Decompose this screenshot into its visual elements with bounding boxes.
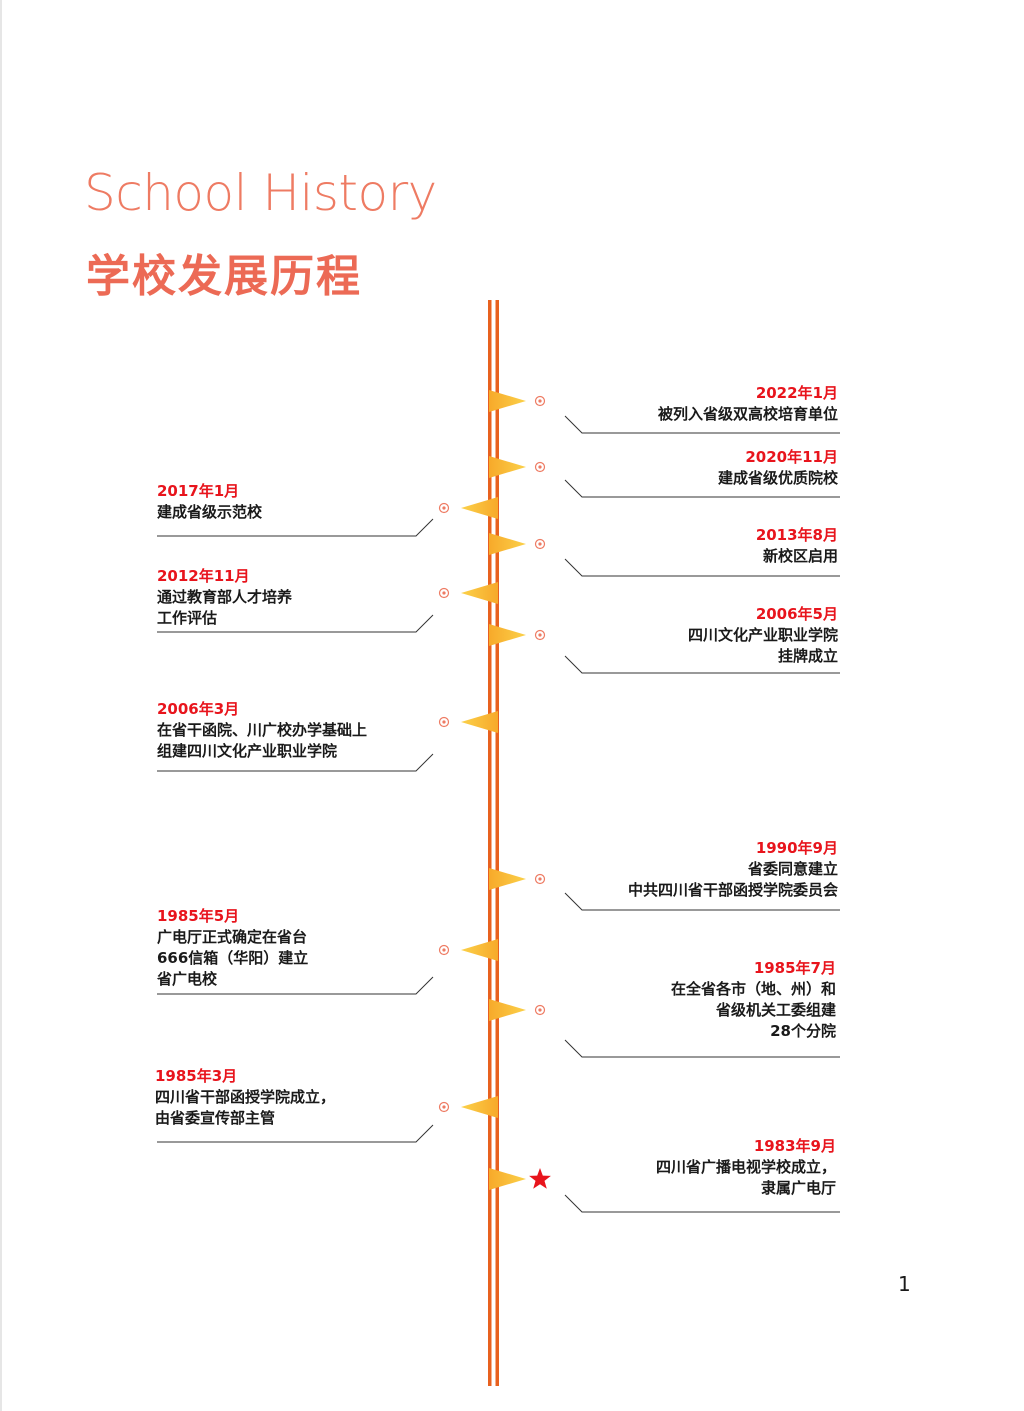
underline-1985-3 xyxy=(157,1124,434,1143)
event-desc: 在全省各市（地、州）和 省级机关工委组建 28个分院 xyxy=(670,980,836,1040)
event-desc: 建成省级优质院校 xyxy=(717,469,838,487)
event-desc: 广电厅正式确定在省台 666信箱（华阳）建立 省广电校 xyxy=(157,928,309,988)
event-desc: 通过教育部人才培养 工作评估 xyxy=(157,588,293,627)
event-2020-11: 2020年11月 建成省级优质院校 xyxy=(718,447,838,489)
marker-2017-1 xyxy=(438,502,450,514)
event-1990-9: 1990年9月 省委同意建立 中共四川省干部函授学院委员会 xyxy=(628,838,838,901)
event-1985-7: 1985年7月 在全省各市（地、州）和 省级机关工委组建 28个分院 xyxy=(671,958,836,1042)
event-desc: 新校区启用 xyxy=(762,547,838,565)
flag-1985-7 xyxy=(489,999,526,1021)
flag-2012-11 xyxy=(461,582,498,604)
underline-2013-8 xyxy=(564,558,840,577)
event-1985-3: 1985年3月 四川省干部函授学院成立， 由省委宣传部主管 xyxy=(155,1066,335,1129)
flag-1985-3 xyxy=(461,1096,498,1118)
underline-2017-1 xyxy=(157,518,434,537)
marker-2012-11 xyxy=(438,587,450,599)
marker-1990-9 xyxy=(534,873,546,885)
event-2013-8: 2013年8月 新校区启用 xyxy=(756,525,838,567)
marker-2006-3 xyxy=(438,716,450,728)
event-date: 2006年5月 xyxy=(755,605,838,623)
event-desc: 四川文化产业职业学院 挂牌成立 xyxy=(687,626,838,665)
event-2006-5: 2006年5月 四川文化产业职业学院 挂牌成立 xyxy=(688,604,838,667)
flag-1983-9 xyxy=(489,1168,526,1190)
event-date: 1985年7月 xyxy=(753,959,836,977)
event-date: 2006年3月 xyxy=(157,700,240,718)
underline-1983-9 xyxy=(564,1194,840,1213)
flag-2013-8 xyxy=(489,533,526,555)
event-2022-1: 2022年1月 被列入省级双高校培育单位 xyxy=(658,383,838,425)
event-1983-9: 1983年9月 四川省广播电视学校成立， 隶属广电厅 xyxy=(656,1136,836,1199)
underline-2006-5 xyxy=(564,655,840,674)
event-desc: 四川省广播电视学校成立， 隶属广电厅 xyxy=(655,1158,836,1197)
event-desc: 被列入省级双高校培育单位 xyxy=(657,405,838,423)
event-date: 2022年1月 xyxy=(755,384,838,402)
flag-2006-3 xyxy=(461,711,498,733)
timeline-spine-left xyxy=(488,300,492,1386)
flag-2006-5 xyxy=(489,624,526,646)
event-2012-11: 2012年11月 通过教育部人才培养 工作评估 xyxy=(157,566,292,629)
marker-2013-8 xyxy=(534,538,546,550)
event-date: 1985年5月 xyxy=(157,907,240,925)
flag-2022-1 xyxy=(489,390,526,412)
marker-1985-5 xyxy=(438,944,450,956)
event-2006-3: 2006年3月 在省干函院、川广校办学基础上 组建四川文化产业职业学院 xyxy=(157,699,367,762)
event-date: 2012年11月 xyxy=(157,567,250,585)
timeline-spine-right xyxy=(495,300,499,1386)
title-chinese: 学校发展历程 xyxy=(86,251,362,302)
star-icon xyxy=(529,1168,551,1189)
event-date: 1983年9月 xyxy=(753,1137,836,1155)
event-desc: 在省干函院、川广校办学基础上 组建四川文化产业职业学院 xyxy=(157,721,368,760)
underline-1985-7 xyxy=(564,1039,840,1058)
page-number: 1 xyxy=(898,1272,911,1296)
marker-2022-1 xyxy=(534,395,546,407)
event-date: 1990年9月 xyxy=(755,839,838,857)
underline-1990-9 xyxy=(564,892,840,911)
underline-2020-11 xyxy=(564,479,840,498)
event-2017-1: 2017年1月 建成省级示范校 xyxy=(157,481,262,523)
event-desc: 建成省级示范校 xyxy=(157,503,263,521)
marker-1985-7 xyxy=(534,1004,546,1016)
event-date: 1985年3月 xyxy=(155,1067,238,1085)
event-1985-5: 1985年5月 广电厅正式确定在省台 666信箱（华阳）建立 省广电校 xyxy=(157,906,308,990)
event-desc: 四川省干部函授学院成立， 由省委宣传部主管 xyxy=(155,1088,336,1127)
flag-1985-5 xyxy=(461,939,498,961)
event-date: 2020年11月 xyxy=(745,448,838,466)
event-date: 2017年1月 xyxy=(157,482,240,500)
underline-2022-1 xyxy=(564,415,840,434)
page-edge xyxy=(0,0,2,1411)
underline-1985-5 xyxy=(157,976,434,995)
title-english: School History xyxy=(84,164,437,222)
marker-2020-11 xyxy=(534,461,546,473)
marker-2006-5 xyxy=(534,629,546,641)
event-desc: 省委同意建立 中共四川省干部函授学院委员会 xyxy=(627,860,838,899)
underline-2006-3 xyxy=(157,753,434,772)
underline-2012-11 xyxy=(157,614,434,633)
flag-2020-11 xyxy=(489,456,526,478)
marker-1985-3 xyxy=(438,1101,450,1113)
flag-1990-9 xyxy=(489,868,526,890)
event-date: 2013年8月 xyxy=(755,526,838,544)
flag-2017-1 xyxy=(461,497,498,519)
